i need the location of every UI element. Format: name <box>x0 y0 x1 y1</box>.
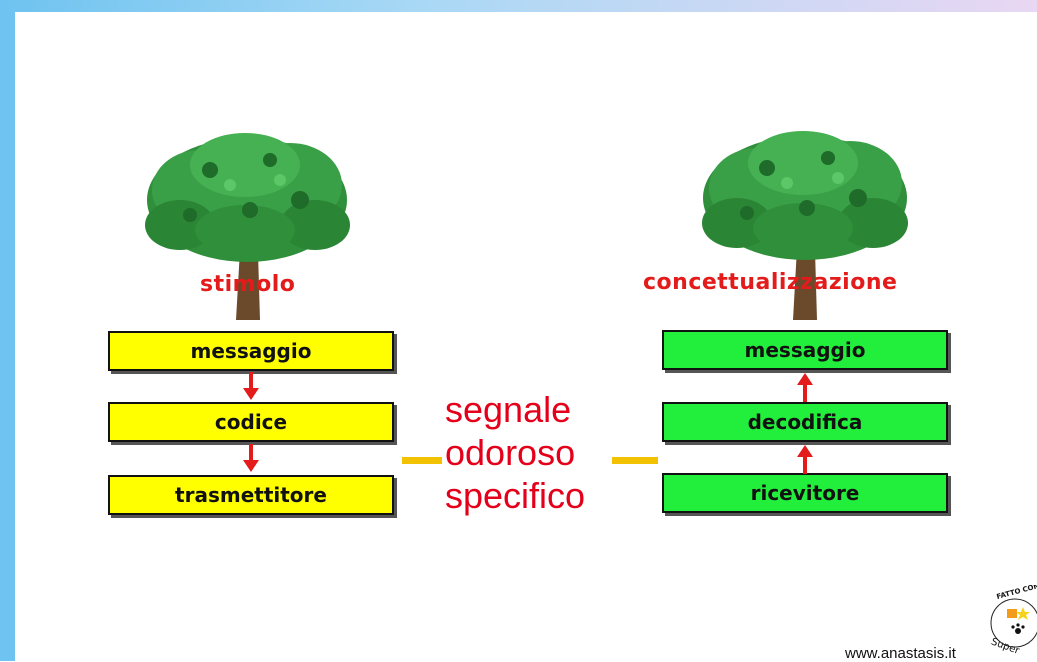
left-connector <box>402 457 442 464</box>
left-box-messaggio: messaggio <box>108 331 394 371</box>
tree-icon <box>702 131 908 320</box>
arrow-up-icon <box>797 445 813 474</box>
svg-text:Super: Super <box>989 636 1021 657</box>
top-accent-bar <box>0 0 1037 12</box>
signal-line-2: odoroso <box>445 432 576 473</box>
arrow-down-icon <box>243 444 259 472</box>
signal-line-3: specifico <box>445 475 586 516</box>
signal-label: segnale odoroso specifico <box>445 388 585 517</box>
arrow-up-icon <box>797 373 813 402</box>
right-box-messaggio: messaggio <box>662 330 948 370</box>
left-accent-bar <box>0 0 15 661</box>
left-tree-label: stimolo <box>200 272 296 297</box>
website-link[interactable]: www.anastasis.it <box>845 645 956 662</box>
right-box-ricevitore: ricevitore <box>662 473 948 513</box>
right-box-decodifica: decodifica <box>662 402 948 442</box>
arrow-down-icon <box>243 372 259 400</box>
left-box-codice: codice <box>108 402 394 442</box>
right-tree-label: concettualizzazione <box>643 270 898 295</box>
tree-icon <box>145 133 350 320</box>
signal-line-1: segnale <box>445 389 572 430</box>
left-box-trasmettitore: trasmettitore <box>108 475 394 515</box>
right-connector <box>612 457 658 464</box>
supermappe-badge-icon: FATTO CON Super <box>989 585 1037 657</box>
